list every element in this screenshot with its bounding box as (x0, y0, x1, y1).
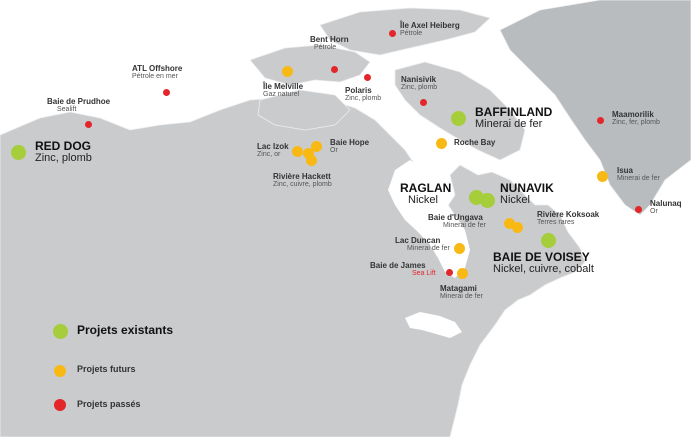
site-dot-baffinland[interactable] (451, 111, 466, 126)
great-lakes (405, 312, 462, 338)
legend-past-dot (54, 399, 66, 411)
site-label-nalunaq: Nalunaq Or (650, 199, 682, 216)
site-label-baie-prudhoe: Baie de Prudhoe Sealift (47, 97, 111, 114)
greenland (499, 0, 691, 216)
site-label-nanisivik: Nanisivik Zinc, plomb (401, 75, 438, 92)
site-dot-red-dog[interactable] (11, 145, 26, 160)
site-dot-isua[interactable] (597, 171, 608, 182)
victoria-island (257, 89, 351, 131)
site-dot-nalunaq[interactable] (635, 206, 642, 213)
site-label-nunavik: NUNAVIK Nickel (500, 181, 554, 206)
site-label-atl-offshore: ATL Offshore Pétrole en mer (132, 64, 183, 81)
site-dot-roche-bay[interactable] (436, 138, 447, 149)
site-dot-baie-prudhoe[interactable] (85, 121, 92, 128)
site-label-bent-horn: Bent Horn Pétrole (310, 35, 349, 52)
site-label-isua: Isua Minerai de fer (617, 166, 660, 183)
site-dot-baie-ungava[interactable] (504, 218, 515, 229)
site-dot-atl-offshore[interactable] (163, 89, 170, 96)
ellesmere-island (319, 7, 491, 56)
site-dot-polaris[interactable] (364, 74, 371, 81)
legend-existing-dot (53, 324, 68, 339)
site-dot-ile-axel[interactable] (389, 30, 396, 37)
site-dot-bent-horn[interactable] (331, 66, 338, 73)
site-label-lac-duncan: Lac Duncan Minerai de fer (395, 236, 450, 253)
site-dot-baie-james[interactable] (446, 269, 453, 276)
site-dot-nunavik[interactable] (480, 193, 495, 208)
site-label-riviere-koksoak: Rivière Koksoak Terres rares (537, 210, 600, 227)
arctic-islands (249, 44, 371, 86)
site-dot-nanisivik[interactable] (420, 99, 427, 106)
site-label-ile-melville: Île Melville Gaz naturel (263, 82, 304, 99)
site-dot-baie-hope-2[interactable] (303, 148, 314, 159)
legend-future-label: Projets futurs (77, 364, 136, 374)
site-dot-baie-ungava-2[interactable] (512, 222, 523, 233)
site-label-maamorilik: Maamorilik Zinc, fer, plomb (612, 110, 660, 127)
site-label-ile-axel: Île Axel Heiberg Pétrole (400, 21, 460, 38)
site-label-baie-voisey: BAIE DE VOISEY Nickel, cuivre, cobalt (493, 250, 594, 275)
site-dot-matagami[interactable] (457, 268, 468, 279)
site-label-baffinland: BAFFINLAND Minerai de fer (475, 105, 553, 130)
site-dot-ile-melville[interactable] (282, 66, 293, 77)
site-label-raglan: RAGLAN Nickel (400, 181, 452, 206)
site-label-lac-izok: Lac Izok Zinc, or (257, 142, 289, 159)
site-dot-lac-duncan[interactable] (454, 243, 465, 254)
hudson-bay (388, 160, 470, 278)
site-label-riviere-hackett: Rivière Hackett Zinc, cuivre, plomb (273, 172, 332, 189)
site-label-matagami: Matagami Minerai de fer (440, 284, 483, 301)
site-label-red-dog: RED DOG Zinc, plomb (35, 139, 92, 164)
legend-existing-label: Projets existants (77, 323, 174, 337)
legend-future-dot (54, 365, 66, 377)
site-dot-riviere-hackett[interactable] (306, 155, 317, 166)
site-label-baie-james: Baie de James Sea Lift (370, 261, 436, 278)
site-label-baie-ungava: Baie d'Ungava Minerai de fer (428, 213, 486, 230)
site-dot-baie-voisey[interactable] (541, 233, 556, 248)
legend-past-label: Projets passés (77, 399, 141, 409)
site-dot-maamorilik[interactable] (597, 117, 604, 124)
site-dot-lac-izok[interactable] (292, 146, 303, 157)
site-label-baie-hope: Baie Hope Or (330, 138, 370, 155)
site-label-roche-bay: Roche Bay (454, 138, 496, 147)
site-dot-baie-hope[interactable] (311, 141, 322, 152)
site-label-polaris: Polaris Zinc, plomb (345, 86, 382, 103)
land-north-america (0, 97, 586, 437)
